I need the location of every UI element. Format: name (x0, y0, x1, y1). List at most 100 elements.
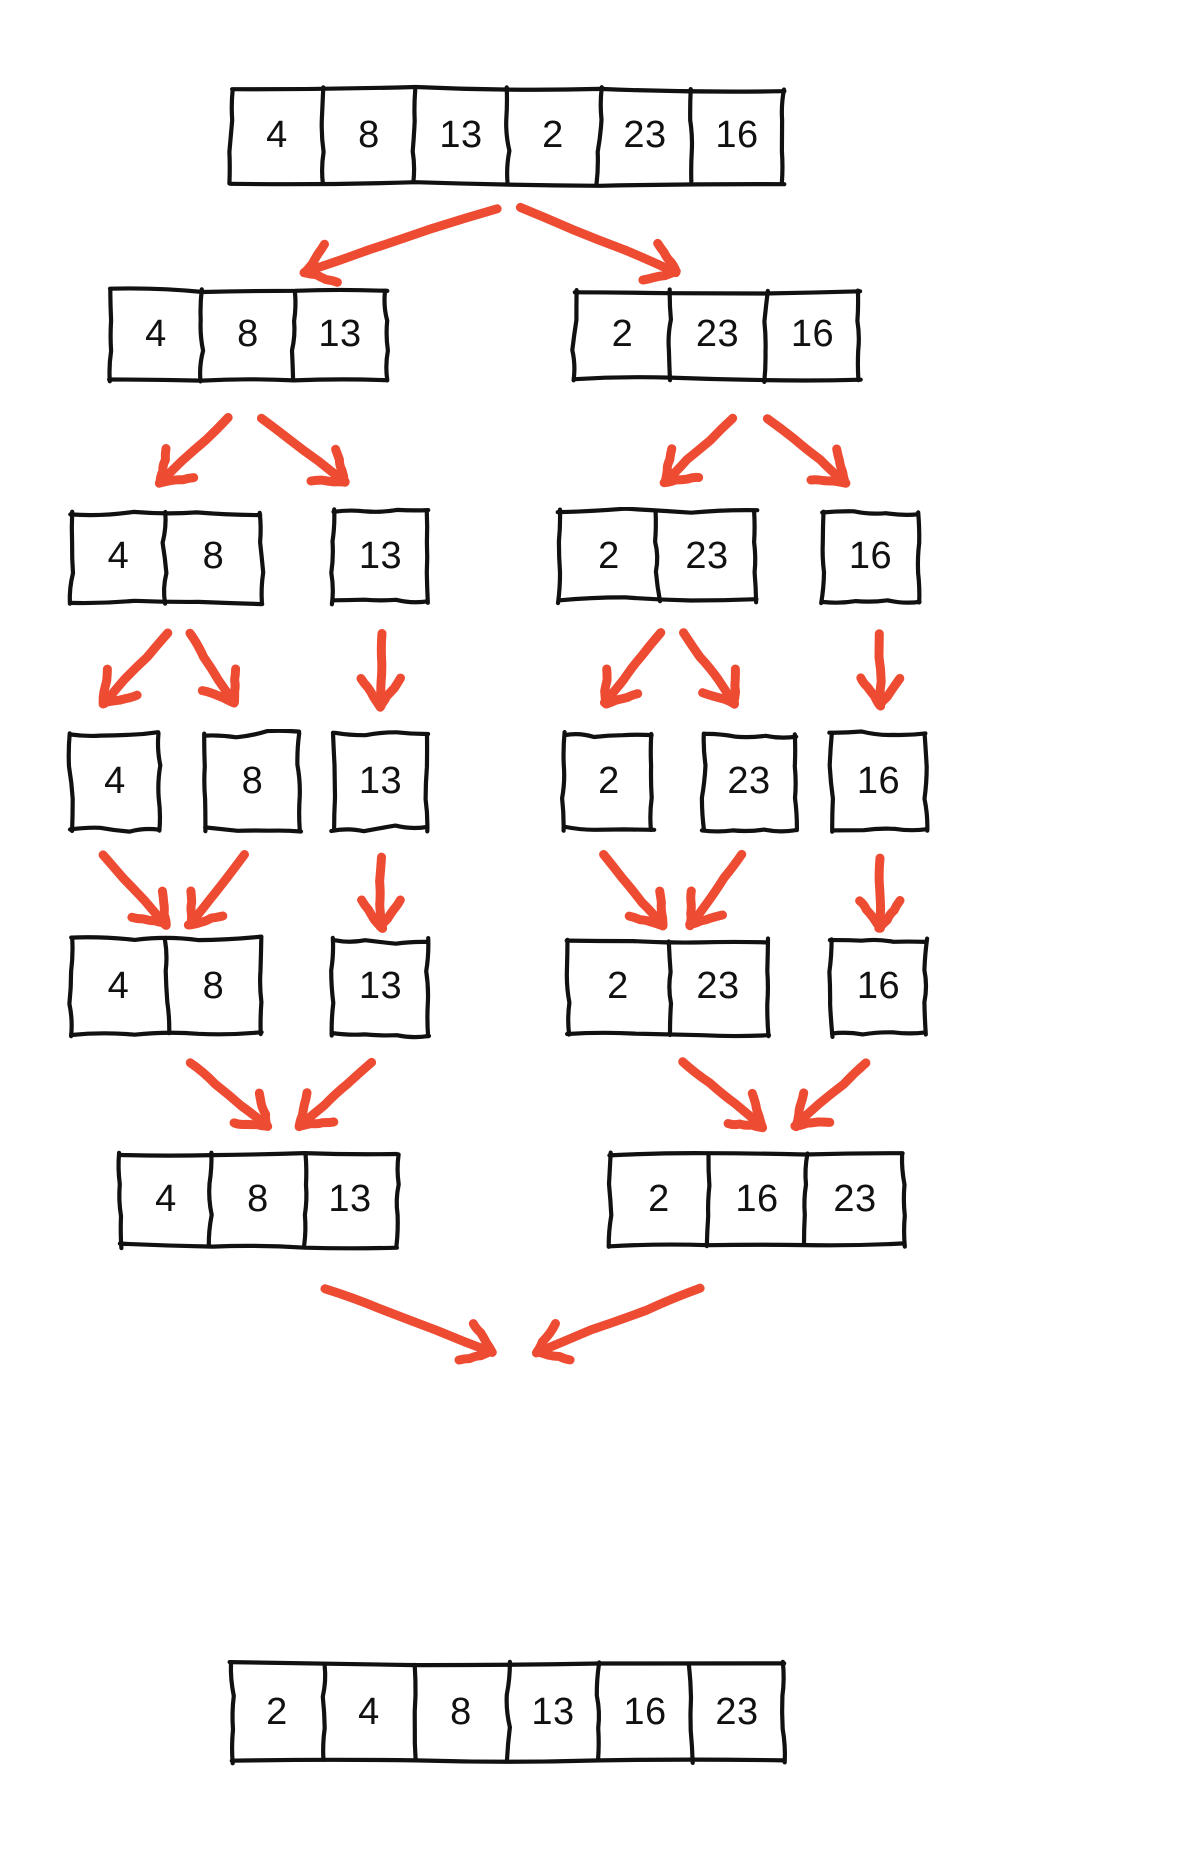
arrow-head-barb (685, 886, 696, 931)
array-cell: 8 (202, 291, 294, 379)
arrow-shaft (156, 413, 233, 487)
array-cell: 4 (71, 513, 166, 601)
array-cell: 13 (507, 1665, 599, 1760)
array-cell-value: 16 (735, 1178, 779, 1220)
arrow-head-barb (531, 1319, 560, 1358)
array-cell: 16 (691, 90, 783, 182)
array-cell: 4 (71, 940, 166, 1034)
array-cell: 8 (212, 1155, 304, 1245)
array-cell-value: 13 (358, 760, 403, 802)
arrow-head-barb (295, 1117, 339, 1131)
array-cell-value: 4 (107, 965, 130, 1007)
array-cell-value: 23 (695, 313, 740, 355)
merge-arrow (183, 850, 249, 930)
array-node: 16 (819, 509, 922, 606)
array-node: 8 (202, 729, 304, 834)
array-node: 16 (827, 936, 930, 1039)
array-cell: 8 (205, 735, 300, 829)
array-cell: 23 (599, 90, 691, 182)
array-node: 13 (329, 935, 432, 1040)
array-cell: 2 (560, 513, 658, 601)
merge-arrow (856, 629, 905, 711)
arrow-head-barb (698, 688, 739, 709)
arrow-shaft (791, 1058, 871, 1130)
arrow-shaft (678, 1057, 767, 1131)
arrow-head-barb (832, 444, 850, 488)
merge-arrow (790, 1058, 871, 1132)
array-cell-value: 2 (648, 1178, 670, 1220)
arrow-head-barb (300, 239, 329, 278)
merge-arrow (98, 850, 171, 930)
merge-arrow (515, 202, 681, 285)
array-cell-value: 2 (598, 760, 620, 802)
array-cell: 2 (568, 940, 668, 1034)
array-cell-value: 16 (848, 535, 893, 577)
arrow-shaft (185, 628, 239, 708)
arrow-shaft (300, 204, 502, 277)
array-cell: 16 (765, 291, 860, 379)
arrow-head-barb (533, 1347, 575, 1365)
array-node: 23 (699, 731, 800, 834)
array-cell-value: 4 (358, 1690, 380, 1733)
array-cell-value: 23 (685, 535, 729, 577)
merge-arrow (679, 628, 740, 709)
array-cell-value: 4 (145, 313, 167, 355)
arrow-shaft (685, 849, 747, 930)
array-cell: 8 (415, 1665, 507, 1760)
arrow-head-barb (294, 1088, 312, 1132)
merge-arrow (299, 204, 502, 287)
arrow-head-barb (601, 689, 643, 709)
arrow-head-barb (638, 266, 681, 285)
array-cell: 4 (110, 291, 202, 379)
array-cell-value: 4 (155, 1178, 177, 1220)
arrow-shaft (660, 413, 738, 487)
arrow-shaft (874, 853, 886, 933)
arrow-shaft (100, 628, 173, 708)
array-cell: 8 (166, 513, 261, 601)
array-cell: 4 (231, 90, 323, 182)
merge-arrow (98, 628, 173, 709)
merge-arrow (599, 628, 666, 709)
array-cell-value: 16 (623, 1690, 667, 1733)
arrow-shaft (256, 413, 350, 487)
arrow-head-barb (254, 1088, 272, 1129)
array-cell: 4 (323, 1665, 415, 1760)
arrow-head-barb (229, 1118, 272, 1131)
arrow-head-barb (230, 664, 241, 707)
arrow-head-barb (100, 690, 142, 707)
merge-arrow (357, 852, 405, 933)
array-cell-value: 4 (266, 114, 288, 156)
array-cell: 13 (294, 291, 386, 379)
merge-arrow (685, 849, 747, 931)
merge-arrow (356, 629, 405, 712)
array-cell: 16 (831, 735, 926, 829)
array-cell: 8 (166, 940, 261, 1034)
arrow-head-barb (183, 911, 228, 930)
array-cell-value: 8 (358, 114, 380, 156)
array-cell-value: 8 (241, 760, 264, 802)
array-cell-value: 4 (104, 760, 126, 802)
array-cell: 4 (120, 1155, 212, 1245)
array-cell-value: 16 (790, 313, 835, 355)
array-cell: 8 (323, 90, 415, 182)
arrow-shaft (515, 202, 681, 278)
arrow-head-barb (375, 895, 405, 931)
array-cell: 16 (823, 513, 918, 601)
array-cell-value: 23 (623, 114, 667, 156)
array-cell-value: 13 (318, 313, 362, 355)
array-node: 16 (827, 729, 930, 834)
array-cell: 23 (668, 940, 768, 1034)
array-cell: 16 (831, 940, 926, 1034)
arrow-shaft (185, 1058, 273, 1131)
arrow-head-barb (154, 473, 199, 488)
merge-arrow (256, 413, 350, 487)
merge-arrow (154, 413, 233, 488)
